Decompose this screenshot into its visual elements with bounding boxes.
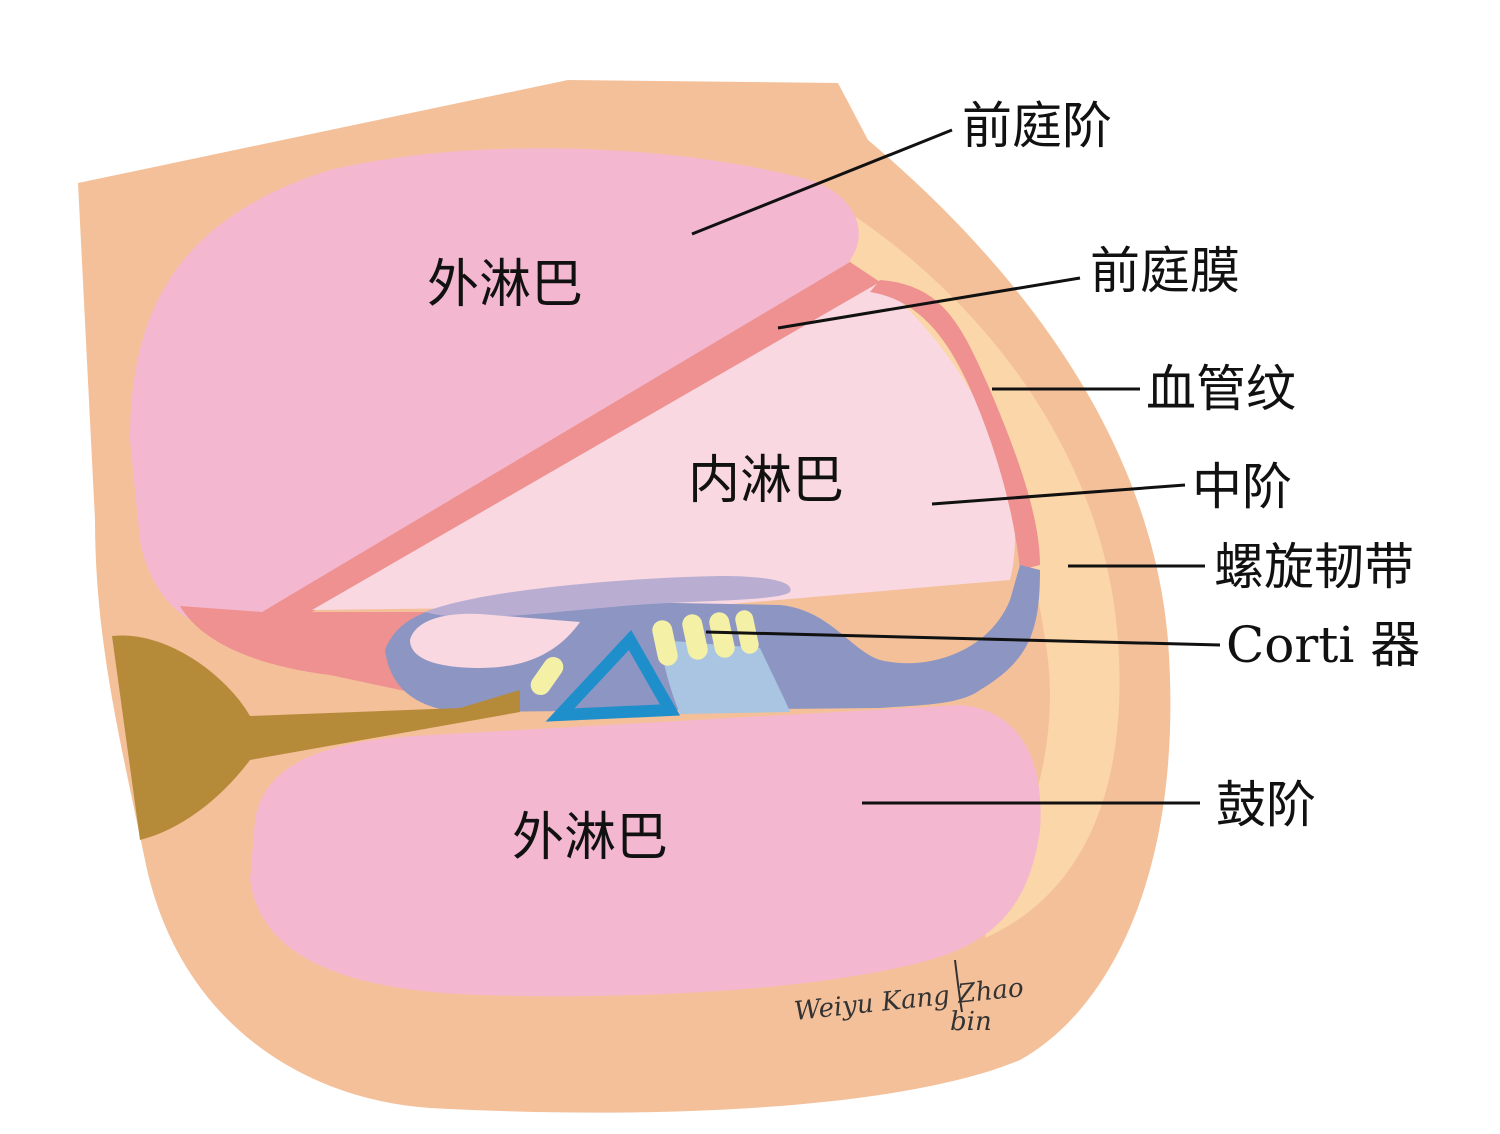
- label-organ-of-corti: Corti 器: [1226, 616, 1420, 674]
- vestibular-membrane-band: [180, 262, 880, 705]
- label-stria-vascularis: 血管纹: [1146, 360, 1296, 418]
- region-label-endolymph: 内淋巴: [688, 451, 844, 511]
- outer-hair-cell-2: [682, 614, 708, 660]
- leader-vestibular-membrane: [777, 276, 1081, 330]
- label-scala-vestibuli: 前庭阶: [962, 97, 1112, 155]
- leader-organ-of-corti: [705, 630, 1221, 647]
- leader-scala-media: [931, 483, 1186, 506]
- scala-media-region: [312, 282, 1015, 610]
- leader-scala-vestibuli: [691, 128, 953, 236]
- outer-hair-cell-1: [652, 620, 678, 666]
- label-scala-media: 中阶: [1192, 458, 1292, 516]
- outer-hair-cell-3: [709, 612, 735, 658]
- tunnel-of-corti: [545, 629, 681, 722]
- svg-text:bin: bin: [950, 1007, 992, 1037]
- region-label-perilymph-lower: 外淋巴: [512, 808, 668, 868]
- label-spiral-ligament: 螺旋韧带: [1214, 538, 1414, 596]
- spiral-ligament-region: [830, 200, 1120, 938]
- inner-sulcus: [410, 613, 580, 668]
- scala-tympani-region: [250, 705, 1041, 997]
- inner-hair-cell: [530, 656, 564, 696]
- osseous-spiral-lamina: [112, 635, 520, 840]
- tectorial-membrane: [425, 576, 791, 618]
- scala-vestibuli-region: [130, 148, 859, 629]
- label-scala-tympani: 鼓阶: [1216, 776, 1316, 834]
- label-vestibular-membrane: 前庭膜: [1090, 242, 1240, 300]
- stria-vascularis-band: [870, 280, 1040, 570]
- nerve-fibres: [660, 640, 790, 714]
- region-label-perilymph-upper: 外淋巴: [427, 255, 583, 315]
